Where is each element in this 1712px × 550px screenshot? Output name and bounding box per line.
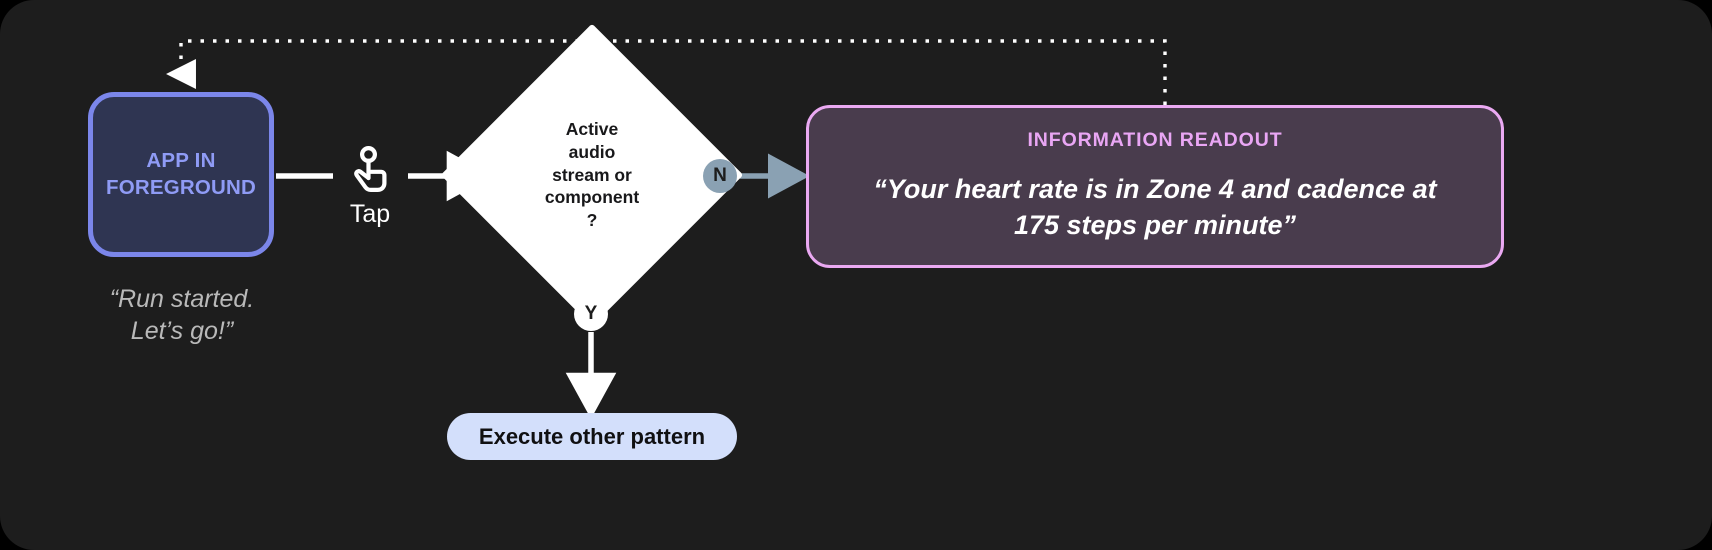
no-branch-badge: N bbox=[703, 159, 737, 193]
tap-hand-icon bbox=[330, 145, 410, 197]
decision-line5: ? bbox=[586, 210, 598, 231]
decision-line4: component bbox=[544, 187, 640, 208]
yes-branch-badge-label: Y bbox=[584, 303, 598, 324]
readout-body-line2: 175 steps per minute” bbox=[1013, 210, 1297, 240]
tap-label: Tap bbox=[349, 200, 391, 228]
app-label-line2: FOREGROUND bbox=[105, 175, 257, 199]
execute-other-pattern-node[interactable]: Execute other pattern bbox=[447, 413, 737, 460]
app-in-foreground-node[interactable]: APP IN FOREGROUND bbox=[88, 92, 274, 257]
decision-line1: Active bbox=[565, 119, 619, 140]
decision-line2: audio bbox=[568, 141, 616, 162]
app-in-foreground-label: APP IN FOREGROUND bbox=[106, 148, 256, 200]
active-audio-decision-node[interactable]: Active audio stream or component ? bbox=[440, 23, 744, 327]
readout-body-line1: “Your heart rate is in Zone 4 and cadenc… bbox=[873, 174, 1437, 205]
no-branch-badge-label: N bbox=[713, 165, 727, 186]
execute-other-pattern-label: Execute other pattern bbox=[478, 423, 706, 449]
app-caption-line1: “Run started. bbox=[109, 285, 255, 313]
app-voice-caption: “Run started. Let’s go!” bbox=[60, 283, 304, 347]
information-readout-title: INFORMATION READOUT bbox=[1027, 129, 1283, 152]
yes-branch-badge: Y bbox=[574, 297, 608, 331]
information-readout-node[interactable]: INFORMATION READOUT “Your heart rate is … bbox=[806, 105, 1504, 268]
app-caption-line2: Let’s go!” bbox=[130, 317, 234, 345]
information-readout-body: “Your heart rate is in Zone 4 and cadenc… bbox=[873, 172, 1436, 244]
decision-label: Active audio stream or component ? bbox=[485, 68, 699, 282]
tap-gesture-group: Tap bbox=[330, 145, 410, 229]
decision-line3: stream or bbox=[552, 164, 632, 185]
app-label-line1: APP IN bbox=[146, 149, 216, 173]
